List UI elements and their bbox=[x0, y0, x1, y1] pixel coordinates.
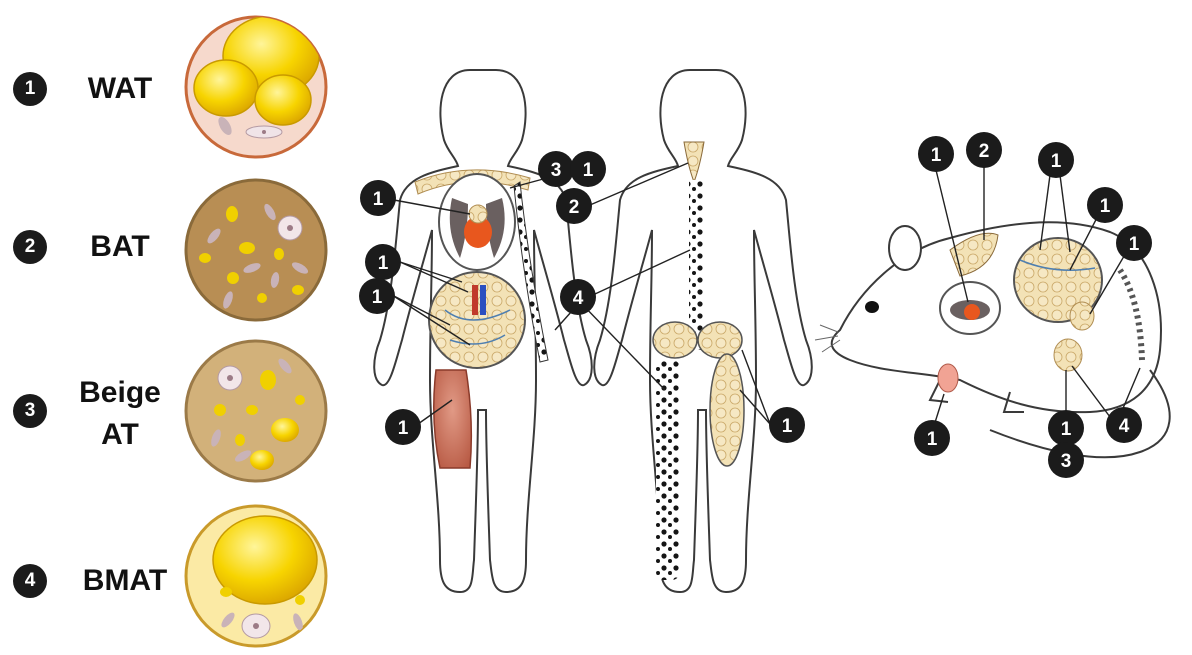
epicardial-fat bbox=[469, 205, 487, 223]
callout-badge-mouse-beige: 3 bbox=[1048, 442, 1084, 478]
gluteal-fat-left bbox=[653, 322, 697, 358]
callout-number: 4 bbox=[573, 288, 584, 309]
callout-number: 4 bbox=[1119, 416, 1130, 437]
femur-bone-marrow bbox=[656, 360, 680, 580]
mouse-heart bbox=[964, 304, 980, 320]
callout-number: 1 bbox=[372, 287, 383, 308]
callout-badge-mouse-paw: 1 bbox=[914, 420, 950, 456]
callout-badge-front-thigh: 1 bbox=[385, 409, 421, 445]
callout-badge-front-abdomen-upper: 1 bbox=[365, 244, 401, 280]
callout-number: 1 bbox=[1051, 151, 1062, 172]
callout-badge-front-shoulder-1: 1 bbox=[570, 151, 606, 187]
callout-badge-mouse-heart: 1 bbox=[918, 136, 954, 172]
callout-badge-back-neck: 2 bbox=[556, 188, 592, 224]
thigh-muscle bbox=[434, 370, 472, 468]
callout-number: 1 bbox=[1100, 196, 1111, 217]
callout-badge-mouse-back: 1 bbox=[1116, 225, 1152, 261]
beige-cell-illustration bbox=[186, 341, 326, 481]
mouse-dorsal-fat bbox=[1070, 302, 1094, 330]
aorta bbox=[472, 285, 478, 315]
callout-badge-front-shoulder-3: 3 bbox=[538, 151, 574, 187]
neck-bat bbox=[684, 142, 704, 182]
callout-badge-mouse-interscapular: 2 bbox=[966, 132, 1002, 168]
callout-badge-mouse-abdomen-top: 1 bbox=[1038, 142, 1074, 178]
mouse-paw-muscle bbox=[938, 364, 958, 392]
gluteal-fat-right bbox=[698, 322, 742, 358]
callout-badge-front-abdomen-lower: 1 bbox=[359, 278, 395, 314]
spine-bone-marrow bbox=[689, 180, 703, 350]
mouse-inguinal-fat bbox=[1054, 339, 1082, 371]
mouse-ear bbox=[889, 226, 921, 270]
callout-number: 2 bbox=[569, 197, 580, 218]
callout-number: 1 bbox=[398, 418, 409, 439]
callout-badge-back-spine: 4 bbox=[560, 279, 596, 315]
thigh-fat-back bbox=[710, 354, 744, 466]
callout-number: 1 bbox=[1129, 234, 1140, 255]
callout-number: 1 bbox=[583, 160, 594, 181]
callout-number: 3 bbox=[1061, 451, 1072, 472]
callout-badge-front-chest: 1 bbox=[360, 180, 396, 216]
bat-cell-illustration bbox=[186, 180, 326, 320]
callout-number: 1 bbox=[378, 253, 389, 274]
vena-cava bbox=[480, 285, 486, 315]
callout-badge-mouse-abdomen-right: 1 bbox=[1087, 187, 1123, 223]
callout-number: 3 bbox=[551, 160, 562, 181]
bmat-cell-illustration bbox=[186, 506, 326, 646]
callout-number: 1 bbox=[927, 429, 938, 450]
wat-cell-illustration bbox=[186, 16, 326, 157]
callout-number: 1 bbox=[1061, 419, 1072, 440]
callout-number: 2 bbox=[979, 141, 990, 162]
callout-number: 1 bbox=[931, 145, 942, 166]
callout-badge-mouse-inguinal: 1 bbox=[1048, 410, 1084, 446]
mouse-eye bbox=[865, 301, 879, 313]
callout-number: 1 bbox=[373, 189, 384, 210]
callout-badge-mouse-tail: 4 bbox=[1106, 407, 1142, 443]
callout-badge-back-thigh: 1 bbox=[769, 407, 805, 443]
callout-number: 1 bbox=[782, 416, 793, 437]
